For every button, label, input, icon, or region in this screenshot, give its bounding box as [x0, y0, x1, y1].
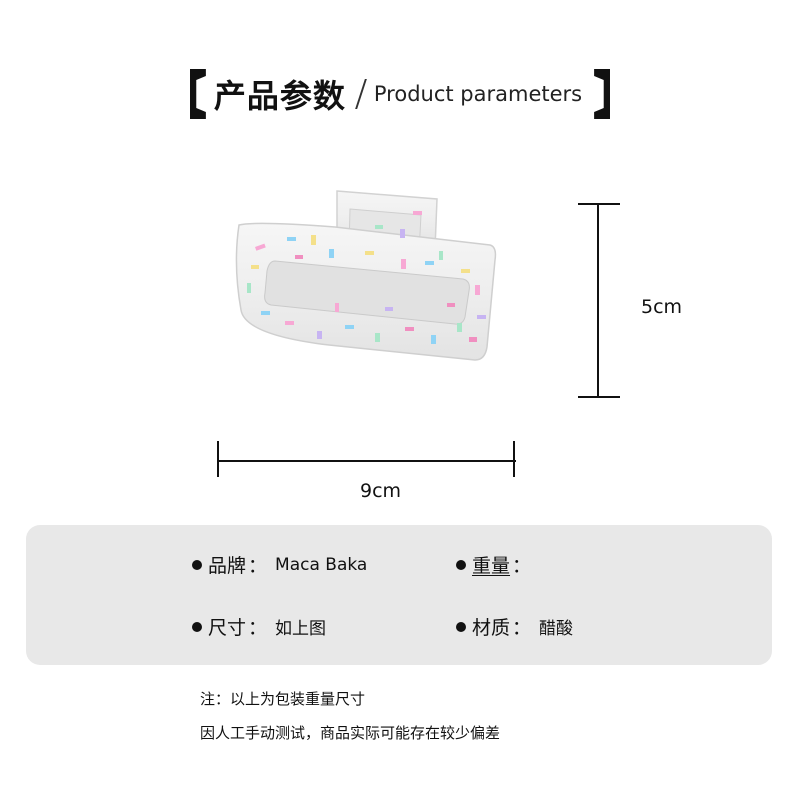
spec-material-value: 醋酸 — [539, 619, 574, 639]
spec-weight: 重量 ： — [456, 551, 539, 578]
bullet-icon — [456, 621, 466, 632]
spec-separator: ： — [248, 617, 268, 639]
spec-brand: 品牌 ： Maca Baka — [192, 551, 367, 578]
spec-brand-label: 品牌 — [208, 555, 247, 577]
title-slash-divider — [355, 79, 367, 109]
spec-weight-label: 重量 — [472, 555, 511, 577]
bullet-icon — [456, 559, 466, 570]
spec-material: 材质 ： 醋酸 — [456, 613, 573, 640]
page-title: 产品参数 Product parameters — [0, 62, 800, 126]
note-line-2: 因人工手动测试，商品实际可能存在较少偏差 — [200, 724, 501, 742]
width-dimension-cap-left — [217, 441, 219, 477]
height-dimension-label: 5cm — [641, 296, 683, 318]
spec-separator: ： — [248, 555, 268, 577]
width-dimension-cap-right — [513, 441, 515, 477]
spec-panel: 品牌 ： Maca Baka 重量 ： 尺寸 ： 如上图 材质 ： 醋酸 — [26, 525, 772, 665]
spec-separator: ： — [512, 555, 532, 577]
spec-separator: ： — [512, 617, 532, 639]
note-line-1: 注：以上为包装重量尺寸 — [200, 690, 366, 708]
right-bracket-icon — [594, 69, 611, 119]
spec-material-label: 材质 — [472, 617, 511, 639]
left-bracket-icon — [189, 69, 206, 119]
title-english: Product parameters — [373, 82, 583, 106]
product-image-hair-clip — [225, 185, 515, 375]
spec-size: 尺寸 ： 如上图 — [192, 613, 326, 640]
bullet-icon — [192, 559, 202, 570]
width-dimension-label: 9cm — [360, 480, 402, 502]
height-dimension-cap-top — [578, 203, 620, 205]
height-dimension-line — [597, 204, 599, 398]
bullet-icon — [192, 621, 202, 632]
spec-size-value: 如上图 — [275, 619, 327, 639]
height-dimension-cap-bottom — [578, 396, 620, 398]
spec-size-label: 尺寸 — [208, 617, 247, 639]
width-dimension-line — [218, 460, 516, 462]
title-chinese: 产品参数 — [213, 77, 346, 115]
hair-clip-illustration — [235, 190, 497, 361]
spec-brand-value: Maca Baka — [275, 554, 368, 575]
